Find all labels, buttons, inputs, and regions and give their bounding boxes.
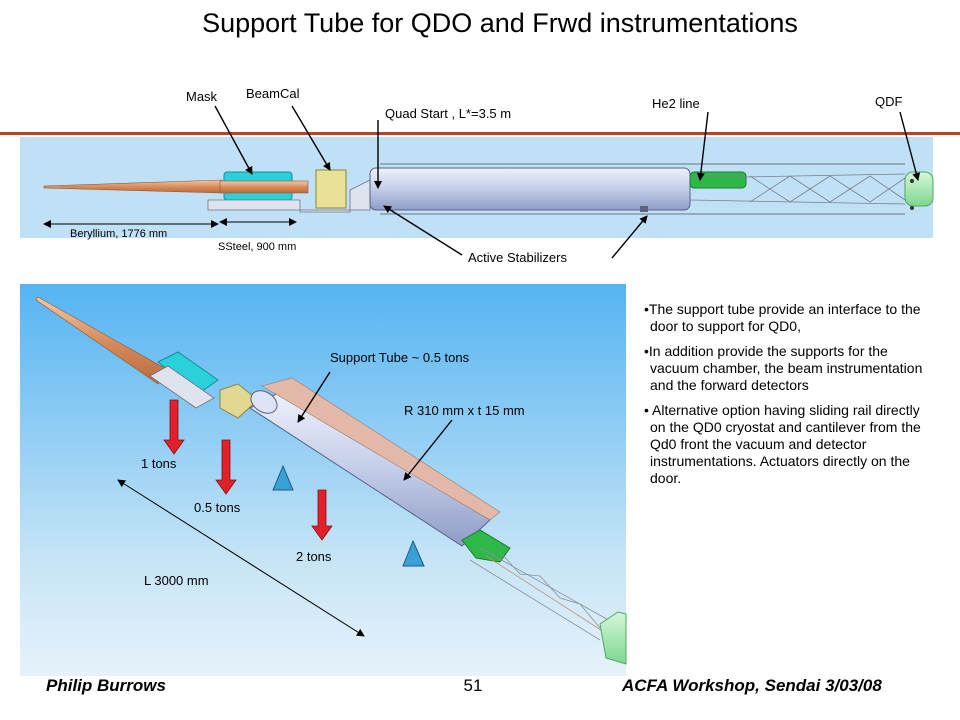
footer-event: ACFA Workshop, Sendai 3/03/08 [622,676,882,695]
forward-truss [689,173,906,205]
label-beryllium: Beryllium, 1776 mm [70,228,168,240]
qdf-magnet [904,171,934,207]
load-arrow-05 [215,439,237,495]
perspective-beamcal [219,383,259,419]
beamcal-block [315,169,347,209]
page-title: Support Tube for QDO and Frwd instrument… [202,8,798,38]
perspective-he2 [461,529,511,563]
side-view-drawing [43,105,934,259]
load-arrow-1 [163,399,185,455]
label-beamcal: BeamCal [246,86,300,101]
support-base [207,179,371,213]
label-ssteel: SSteel, 900 mm [218,241,297,253]
label-he2-line: He2 line [652,96,700,111]
bullet-item: The support tube provide an interface to… [644,301,926,335]
he2-line-part [689,171,747,189]
label-qdf: QDF [875,94,903,109]
bullet-item: Alternative option having sliding rail d… [644,402,926,487]
ssteel-pipe [219,180,309,194]
perspective-beampipe [35,296,169,385]
label-load-2: 2 tons [296,549,332,564]
label-radius: R 310 mm x t 15 mm [404,403,525,418]
beryllium-beampipe [43,179,223,194]
perspective-truss [469,547,613,641]
accent-divider [0,132,960,135]
perspective-view-drawing [35,296,627,665]
label-load-1: 1 tons [141,456,177,471]
label-active-stabilizers: Active Stabilizers [468,250,567,265]
label-quad-start: Quad Start , L*=3.5 m [385,106,512,121]
label-load-05: 0.5 tons [194,500,241,515]
load-arrow-2 [311,489,333,541]
support-triangle-2 [402,539,425,567]
label-support-tube: Support Tube ~ 0.5 tons [330,350,470,365]
qd0-cryostat [369,167,691,211]
perspective-qdf [599,611,627,665]
length-dimension [117,479,365,637]
bullet-item: In addition provide the supports for the… [644,343,926,394]
support-triangle-1 [272,464,294,491]
footer-author: Philip Burrows [46,676,166,695]
label-mask: Mask [186,89,218,104]
footer-page-number: 51 [463,676,483,695]
description-bullets: The support tube provide an interface to… [644,301,926,495]
label-length: L 3000 mm [144,573,209,588]
